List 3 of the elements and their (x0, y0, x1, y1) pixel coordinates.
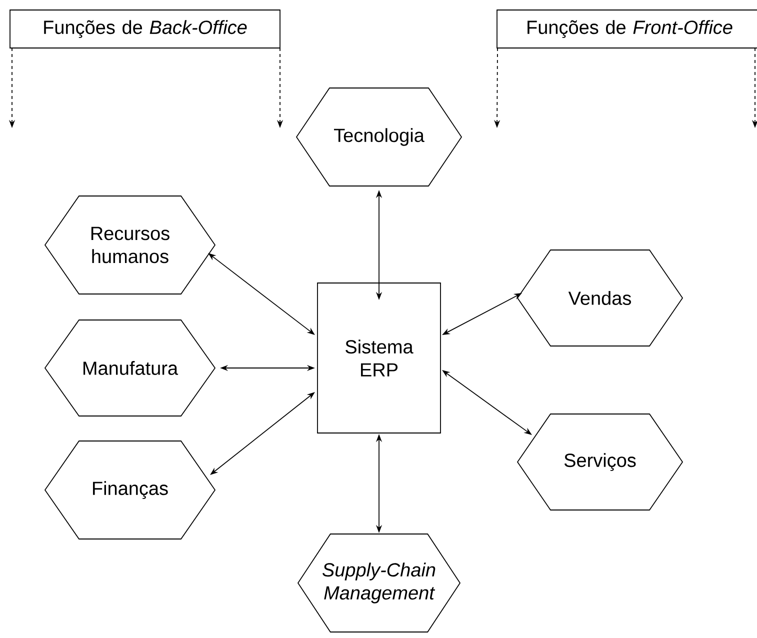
label-box: Funções de Front-Office (496, 10, 757, 48)
label-box: Funções de Back-Office (10, 10, 280, 48)
system-box: Sistema ERP (317, 282, 441, 434)
